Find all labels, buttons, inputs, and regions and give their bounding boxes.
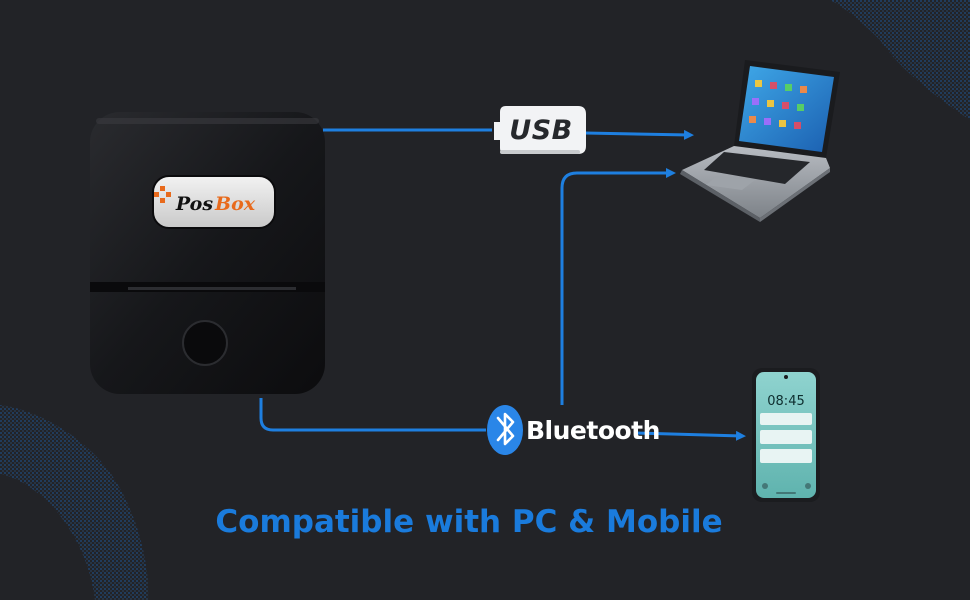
brand-prefix: Pos [175, 193, 214, 215]
caption-text: Compatible with PC & Mobile [215, 504, 723, 540]
usb-label: USB [509, 114, 573, 146]
smartphone-icon [752, 368, 820, 502]
caption: Compatible with PC & Mobile [0, 504, 970, 540]
usb-connection-line [323, 128, 694, 140]
texture-bottom-left [0, 405, 149, 600]
printer-icon [90, 112, 325, 394]
printer-to-bluetooth-line [259, 398, 486, 432]
texture-top-right [830, 0, 970, 120]
bluetooth-label: Bluetooth [526, 415, 660, 445]
phone-clock: 08:45 [767, 394, 805, 409]
bluetooth-to-phone-line [635, 430, 746, 441]
usb-plug-icon [494, 106, 586, 154]
laptop-icon [680, 60, 840, 222]
bluetooth-icon [487, 405, 523, 455]
bluetooth-to-laptop-line [560, 168, 676, 405]
brand-dots [154, 186, 171, 203]
brand-suffix: Box [215, 193, 256, 215]
